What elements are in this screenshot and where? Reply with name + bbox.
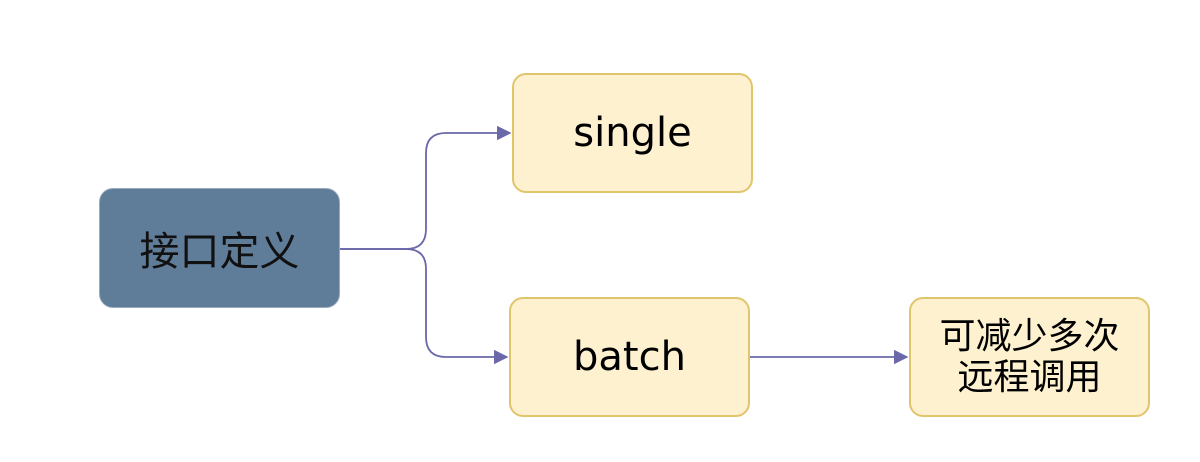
note-node[interactable]: 可减少多次 远程调用 [909, 297, 1150, 417]
connector-root-to-single [340, 125, 512, 250]
single-node-label: single [573, 110, 692, 156]
batch-node[interactable]: batch [509, 297, 750, 417]
root-node[interactable]: 接口定义 [99, 188, 340, 308]
single-node[interactable]: single [512, 73, 753, 193]
note-line-1: 可减少多次 [939, 315, 1120, 357]
root-node-label: 接口定义 [139, 229, 300, 275]
batch-node-label: batch [573, 334, 686, 380]
connector-root-to-batch [340, 248, 509, 365]
note-line-2: 远程调用 [957, 357, 1102, 398]
